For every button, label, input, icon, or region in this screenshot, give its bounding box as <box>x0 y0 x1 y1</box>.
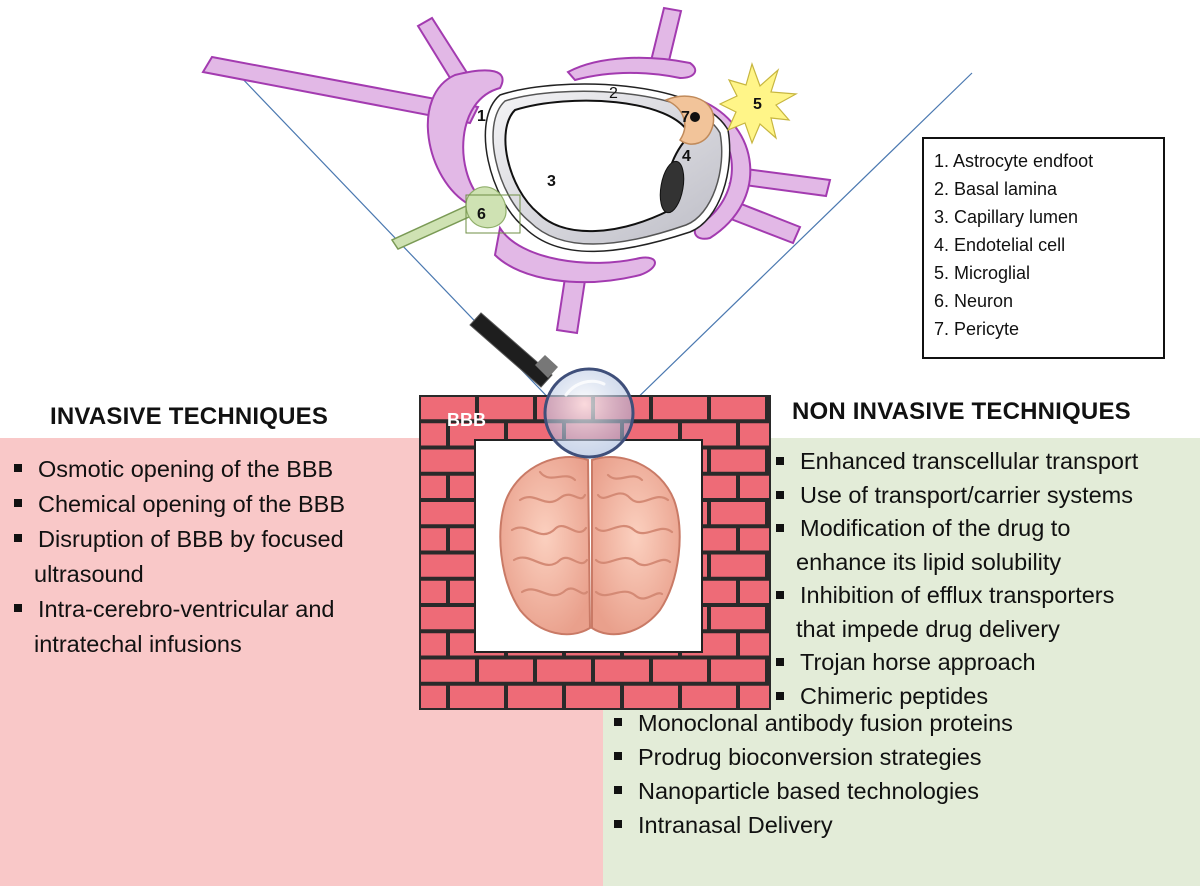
list-item: Enhanced transcellular transport <box>774 445 1194 479</box>
label-pericyte: 7 <box>681 109 690 126</box>
legend-item: 7. Pericyte <box>934 319 1020 339</box>
brick <box>740 633 769 656</box>
list-item: Chemical opening of the BBB <box>12 487 412 522</box>
list-item: Modification of the drug to <box>774 512 1194 546</box>
list-item-continuation: intratechal infusions <box>34 631 242 657</box>
brick <box>711 449 765 472</box>
brick <box>421 685 446 708</box>
list-item: Disruption of BBB by focused <box>12 522 412 557</box>
brick <box>450 685 504 708</box>
magnifier-icon <box>469 312 635 459</box>
label-capillary-lumen: 3 <box>547 173 556 190</box>
brick <box>711 659 765 682</box>
astrocyte-endfeet <box>426 56 752 284</box>
list-item-continuation: that impede drug delivery <box>796 615 1060 642</box>
brick <box>479 659 533 682</box>
microglia <box>718 62 799 145</box>
label-neuron: 6 <box>477 206 486 223</box>
list-item: Chimeric peptides <box>774 680 1194 714</box>
brick <box>421 528 446 551</box>
list-item-continuation: enhance its lipid solubility <box>796 548 1062 575</box>
brick <box>421 502 475 525</box>
pericyte-nucleus <box>690 112 700 122</box>
brick <box>421 659 475 682</box>
brick <box>711 502 765 525</box>
brick <box>624 685 678 708</box>
noninvasive-list-upper: Enhanced transcellular transport Use of … <box>774 445 1194 713</box>
brick <box>682 685 736 708</box>
legend-item: 3. Capillary lumen <box>934 207 1079 227</box>
list-item: Monoclonal antibody fusion proteins <box>612 706 1042 740</box>
legend-item: 6. Neuron <box>934 291 1014 311</box>
brick <box>421 554 475 577</box>
list-item-continuation: ultrasound <box>34 561 144 587</box>
neuron-highlight-box <box>465 194 521 234</box>
list-item: Use of transport/carrier systems <box>774 479 1194 513</box>
brick <box>740 528 769 551</box>
list-item: Nanoparticle based technologies <box>612 774 1042 808</box>
brick <box>421 449 475 472</box>
label-basal-lamina: 2 <box>609 85 618 102</box>
bbb-label: BBB <box>447 410 486 430</box>
legend-item: 5. Microglial <box>934 263 1031 283</box>
brick <box>595 659 649 682</box>
zoom-line-right <box>624 72 973 411</box>
invasive-heading: INVASIVE TECHNIQUES <box>50 403 329 430</box>
brick <box>711 397 765 420</box>
brick <box>421 580 446 603</box>
brick <box>740 475 769 498</box>
brick <box>653 397 707 420</box>
noninvasive-list-lower: Monoclonal antibody fusion proteins Prod… <box>612 706 1042 842</box>
brick <box>421 633 446 656</box>
brick <box>711 607 765 630</box>
brick <box>479 397 533 420</box>
label-microglia: 5 <box>753 96 762 113</box>
list-item: Osmotic opening of the BBB <box>12 452 412 487</box>
brick <box>740 423 769 446</box>
legend-box: 1. Astrocyte endfoot 2. Basal lamina 3. … <box>922 137 1165 359</box>
noninvasive-heading: NON INVASIVE TECHNIQUES <box>792 398 1131 425</box>
invasive-list: Osmotic opening of the BBB Chemical open… <box>12 452 412 662</box>
label-endothelial: 4 <box>682 148 691 165</box>
brick <box>508 685 562 708</box>
list-item: Intra-cerebro-ventricular and <box>12 592 412 627</box>
list-item: Prodrug bioconversion strategies <box>612 740 1042 774</box>
brick <box>421 607 475 630</box>
list-item: Trojan horse approach <box>774 646 1194 680</box>
list-item: Inhibition of efflux transporters <box>774 579 1194 613</box>
label-astrocyte: 1 <box>477 108 486 125</box>
endothelial-nucleus <box>659 160 685 214</box>
brick <box>421 423 446 446</box>
legend-item: 1. Astrocyte endfoot <box>934 151 1094 171</box>
legend-item: 4. Endotelial cell <box>934 235 1066 255</box>
brick <box>566 685 620 708</box>
brick <box>711 554 765 577</box>
legend-item: 2. Basal lamina <box>934 179 1058 199</box>
brick <box>653 659 707 682</box>
brick <box>740 580 769 603</box>
brick <box>421 475 446 498</box>
brick <box>421 397 475 420</box>
brain-icon <box>499 455 681 636</box>
list-item: Intranasal Delivery <box>612 808 1042 842</box>
pericyte <box>664 95 715 145</box>
brick <box>537 659 591 682</box>
brick <box>740 685 769 708</box>
